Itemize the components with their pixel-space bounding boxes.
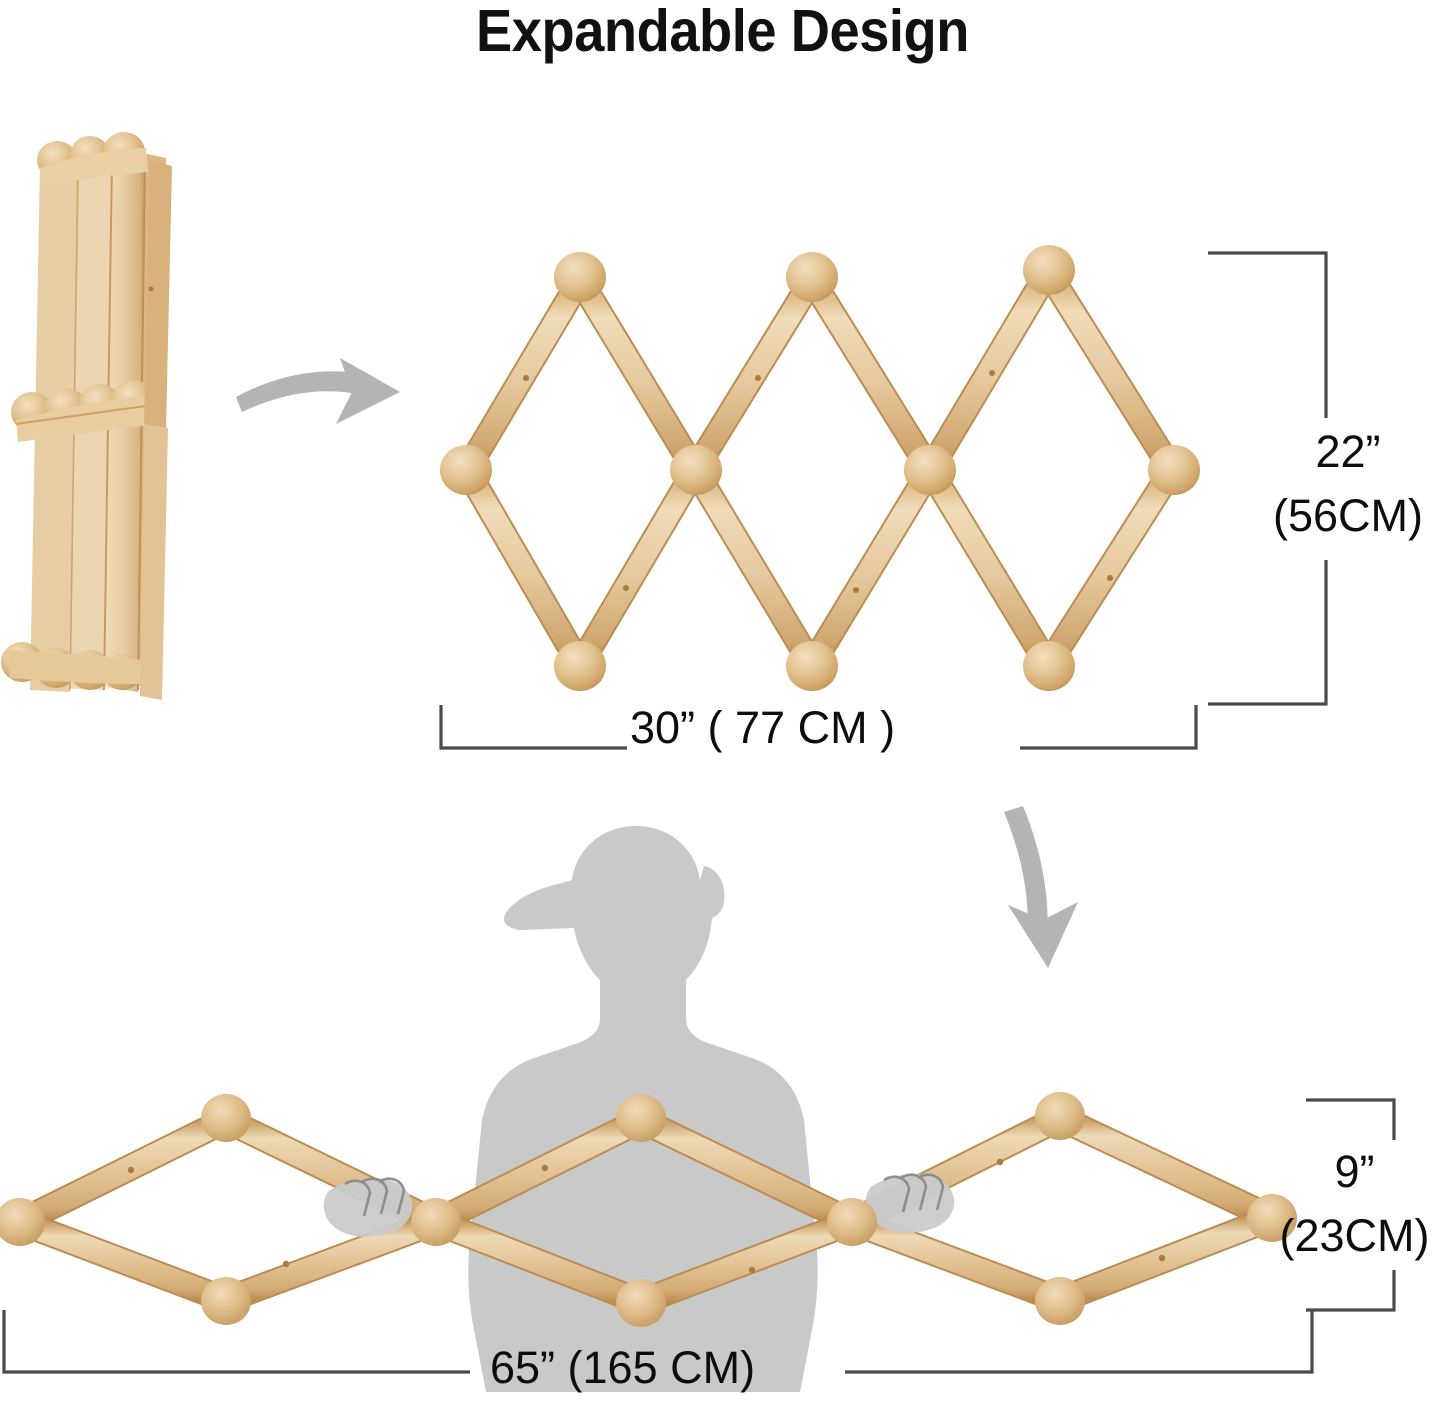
fully-expanded-rack-figure [0, 1092, 1297, 1327]
rack-slats-top [454, 259, 1185, 678]
partially-expanded-rack-figure [440, 245, 1200, 691]
page-title: Expandable Design [476, 0, 969, 64]
folded-rack-top-knobs [37, 132, 148, 186]
rack-knobs-top [440, 245, 1200, 691]
dimension-label-height-top: 22” (56CM) [1253, 420, 1443, 548]
folded-rack-middle-knobs [11, 380, 161, 442]
dimension-bracket-height-top [1208, 251, 1328, 706]
dimension-height-bottom-inches: 9” [1334, 1146, 1375, 1197]
dimension-height-top-metric: (56CM) [1272, 490, 1423, 541]
rack-knobs-bottom [0, 1092, 1297, 1327]
dimension-height-top-inches: 22” [1315, 426, 1381, 477]
hand-left-grip [323, 1177, 413, 1237]
folded-rack-figure [1, 132, 172, 700]
rack-screw-holes-bottom [127, 1158, 1166, 1274]
curved-arrow-down-icon [1004, 806, 1078, 968]
dimension-bracket-width-top [439, 705, 1198, 750]
dimension-height-bottom-metric: (23CM) [1279, 1210, 1430, 1261]
curved-arrow-right-icon [236, 358, 400, 424]
dimension-label-width-top: 30” ( 77 CM ) [630, 702, 896, 753]
dimension-bracket-width-bottom [2, 1310, 1314, 1374]
rack-slats-bottom [6, 1104, 1286, 1316]
folded-rack-bottom-knobs [1, 642, 146, 690]
dimension-label-width-bottom: 65” (165 CM) [490, 1342, 756, 1393]
rack-screw-holes-top [523, 370, 1113, 593]
dimension-bracket-height-bottom [1306, 1098, 1396, 1312]
dimension-label-height-bottom: 9” (23CM) [1272, 1140, 1437, 1268]
hand-right-grip [865, 1173, 955, 1233]
